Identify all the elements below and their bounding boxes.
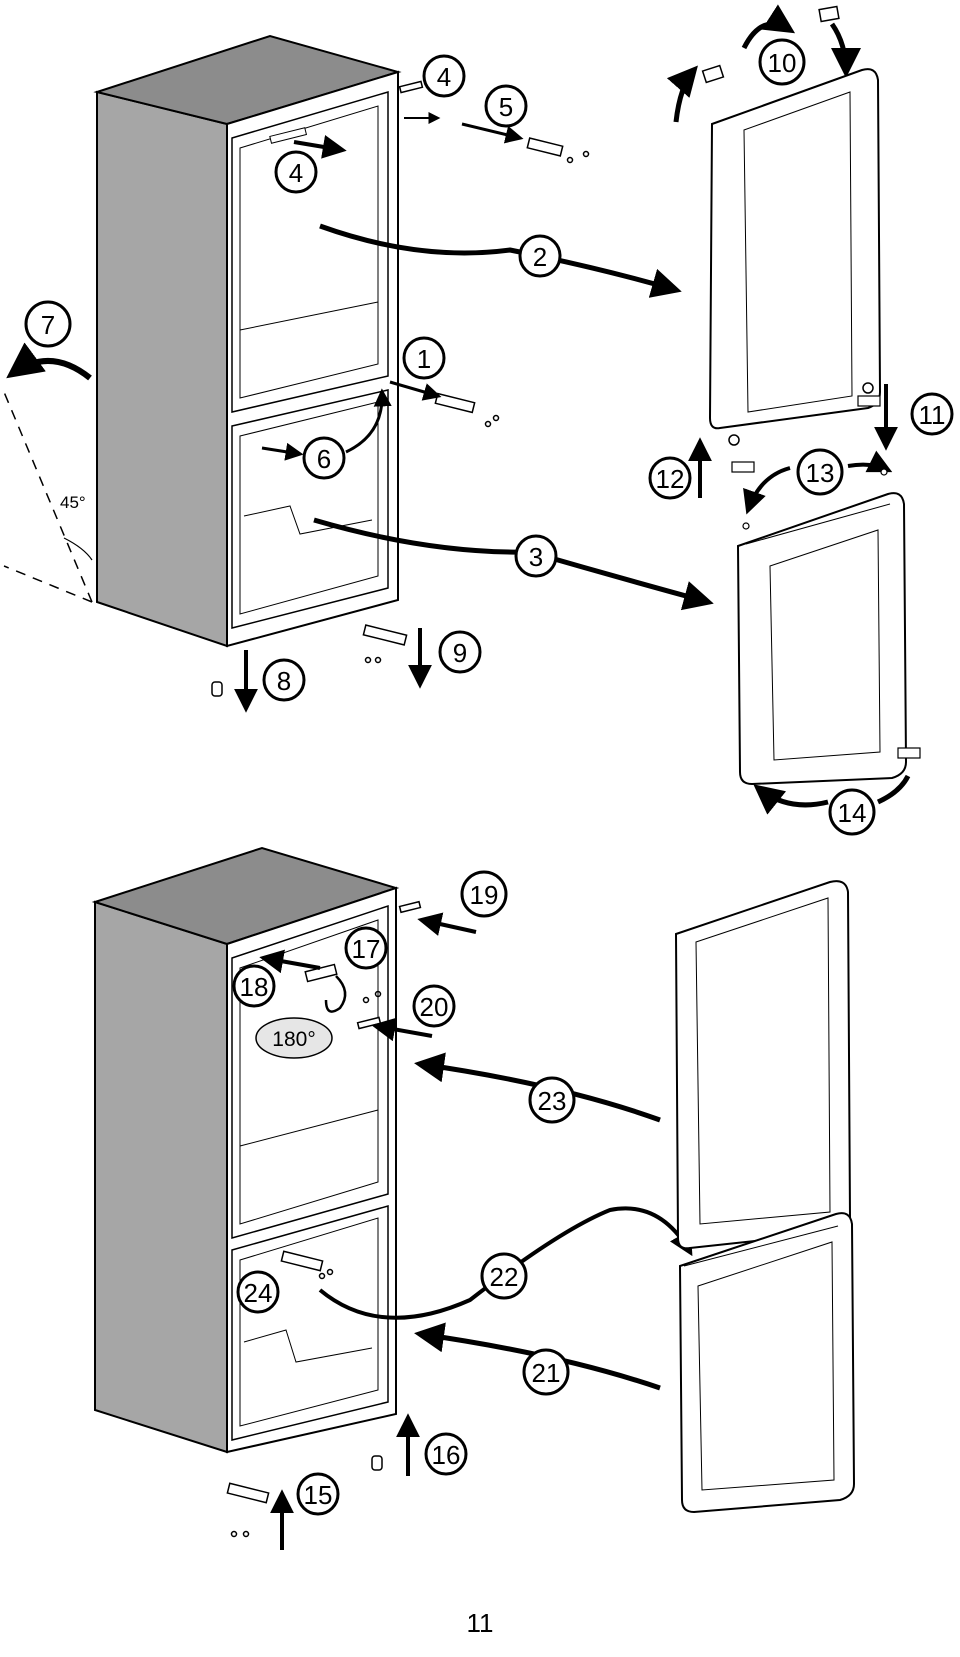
freezer-door-top-view [708, 68, 882, 473]
svg-text:19: 19 [470, 880, 499, 910]
step-20: 20 [412, 984, 456, 1028]
rotation-label: 180° [272, 1028, 315, 1051]
tilt-indicator: 45° [3, 342, 93, 603]
svg-text:24: 24 [244, 1278, 273, 1308]
doors-bottom-view [674, 880, 856, 1514]
page-number: 11 [466, 1608, 494, 1638]
step-9: 9 [438, 630, 482, 674]
fridge-door-top-view [736, 468, 921, 786]
svg-text:12: 12 [656, 464, 685, 494]
svg-text:10: 10 [768, 48, 797, 78]
step-19: 19 [460, 870, 508, 918]
svg-text:11: 11 [919, 400, 946, 430]
step-15: 15 [296, 1472, 340, 1516]
step-17: 17 [344, 926, 388, 970]
svg-text:17: 17 [352, 934, 381, 964]
step-13: 13 [796, 448, 844, 496]
svg-text:14: 14 [838, 798, 867, 828]
step-6: 6 [302, 436, 346, 480]
step-14: 14 [828, 788, 876, 836]
step-3: 3 [514, 534, 558, 578]
svg-text:2: 2 [533, 242, 547, 272]
step-22: 22 [480, 1252, 528, 1300]
step-5: 5 [484, 84, 528, 128]
svg-text:1: 1 [417, 344, 431, 374]
svg-text:20: 20 [420, 992, 449, 1022]
step-12: 12 [648, 456, 692, 500]
svg-text:15: 15 [304, 1480, 333, 1510]
step-11: 11 [910, 392, 954, 436]
hole-cover-icon [701, 5, 840, 84]
svg-text:9: 9 [453, 638, 467, 668]
svg-text:23: 23 [538, 1086, 567, 1116]
svg-text:7: 7 [41, 310, 55, 340]
svg-text:4: 4 [289, 158, 303, 188]
svg-text:5: 5 [499, 92, 513, 122]
step-2: 2 [518, 234, 562, 278]
step-4b: 4 [274, 150, 318, 194]
step-16: 16 [424, 1432, 468, 1476]
svg-text:16: 16 [432, 1440, 461, 1470]
svg-text:8: 8 [277, 666, 291, 696]
svg-text:21: 21 [532, 1358, 561, 1388]
step-23: 23 [528, 1076, 576, 1124]
rotation-oval: 180° [255, 1017, 333, 1059]
step-24: 24 [236, 1270, 280, 1314]
svg-text:6: 6 [317, 444, 331, 474]
angle-label: 45° [60, 493, 86, 512]
svg-text:3: 3 [529, 542, 543, 572]
step-7: 7 [24, 300, 72, 348]
step-10: 10 [758, 38, 806, 86]
svg-text:13: 13 [806, 458, 835, 488]
step-8: 8 [262, 658, 306, 702]
fridge-cabinet-top [93, 34, 402, 648]
svg-text:4: 4 [437, 62, 451, 92]
step-18: 18 [232, 964, 276, 1008]
hinge-parts-top [211, 80, 590, 697]
step-4a: 4 [422, 54, 466, 98]
svg-text:18: 18 [240, 972, 269, 1002]
step-1: 1 [402, 336, 446, 380]
step-badges: 4 5 4 10 2 7 1 11 6 13 12 3 9 8 14 19 17… [24, 38, 954, 1516]
svg-text:22: 22 [490, 1262, 519, 1292]
step-21: 21 [522, 1348, 570, 1396]
